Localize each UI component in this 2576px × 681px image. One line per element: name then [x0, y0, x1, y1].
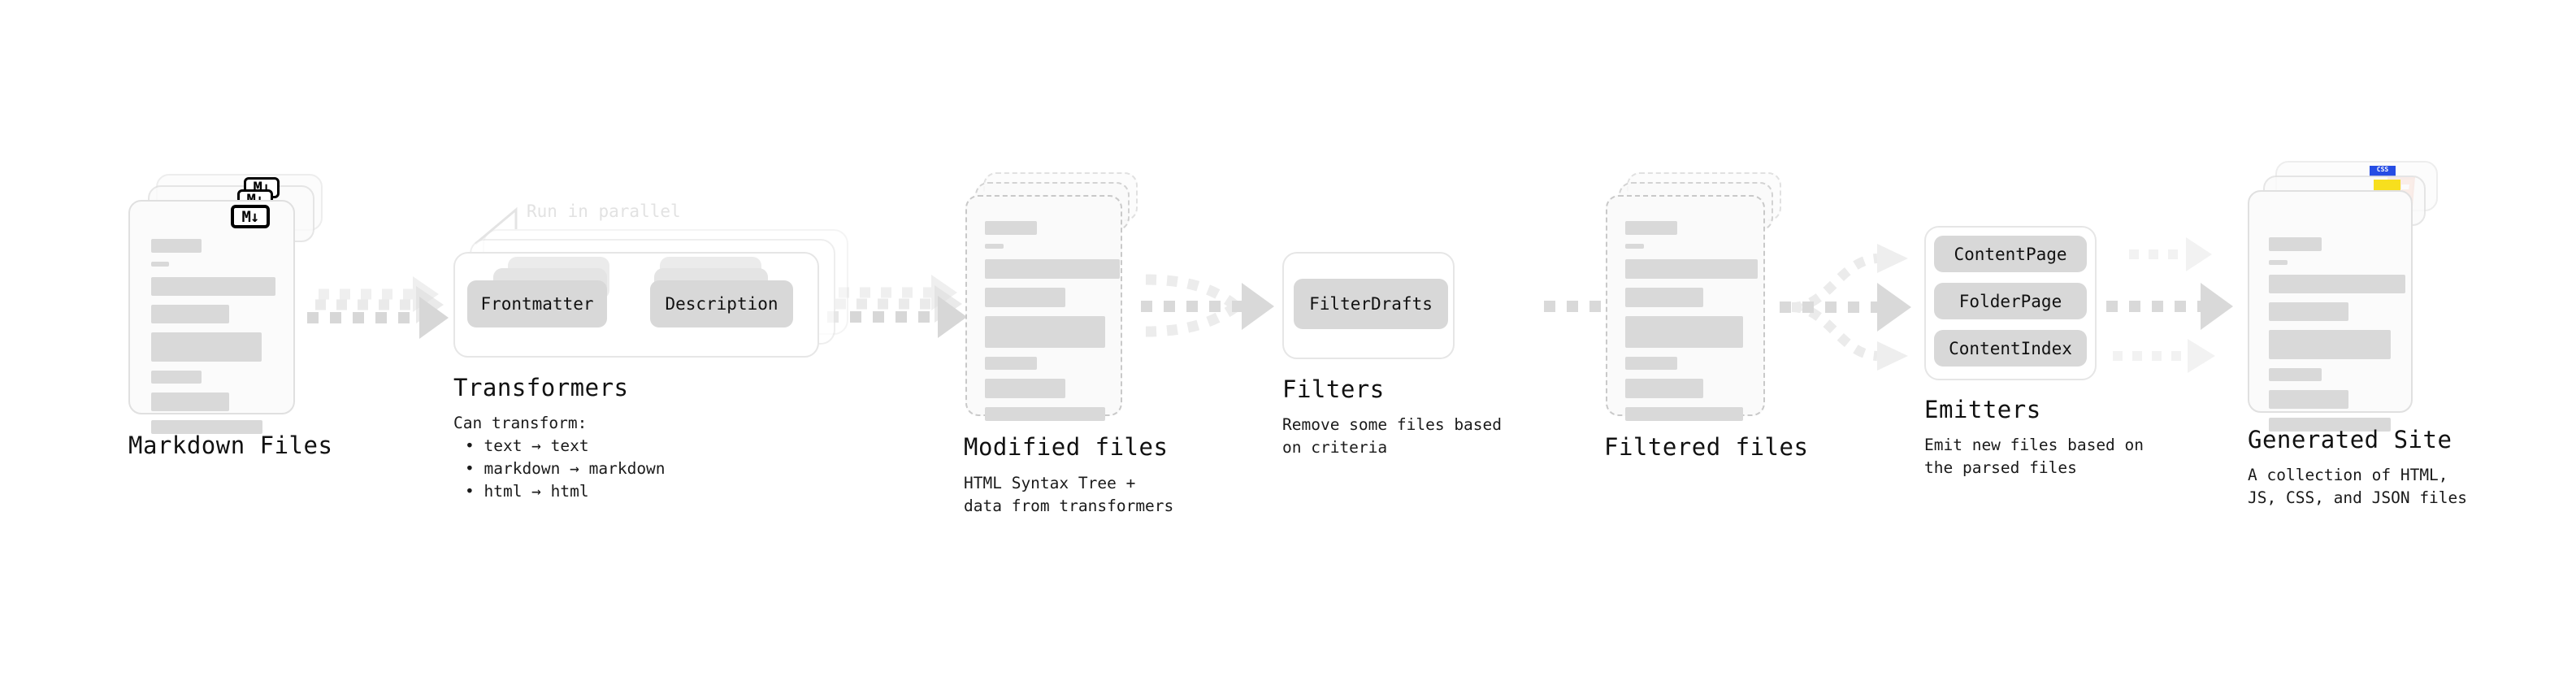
skeleton-bar [1625, 316, 1743, 348]
transformers-bullet-1: • markdown → markdown [465, 459, 666, 478]
arrow-emitters-to-generated [2106, 237, 2233, 373]
filters-desc-0: Remove some files based [1282, 415, 1503, 434]
skeleton-bar [985, 259, 1120, 279]
skeleton-bar [151, 277, 275, 296]
skeleton-bar [1625, 357, 1677, 370]
filters-chip-filterdrafts[interactable]: FilterDrafts [1294, 279, 1448, 329]
skeleton-bar [985, 379, 1065, 398]
skeleton-bar [151, 305, 229, 323]
skeleton-bar [151, 262, 169, 267]
skeleton-bar [1625, 221, 1677, 235]
transformers-bullet-2: • html → html [465, 482, 589, 501]
transformers-title: Transformers [453, 374, 629, 401]
arrow-modified-to-filters [1141, 274, 1274, 337]
skeleton-bar [1625, 244, 1644, 249]
markdown-card-front[interactable] [128, 200, 295, 434]
skeleton-bar [985, 316, 1105, 348]
generated-card-front[interactable] [2248, 190, 2413, 432]
skeleton-bar [151, 239, 202, 253]
css-badge: CSS [2370, 166, 2396, 176]
skeleton-bar [2269, 390, 2348, 409]
filtered-card-front[interactable] [1606, 195, 1765, 421]
markdown-skeleton-bars [151, 239, 275, 443]
skeleton-bar [2269, 237, 2322, 251]
emitters-title: Emitters [1924, 396, 2041, 423]
skeleton-bar [985, 244, 1004, 249]
filtered-skeleton-bars [1625, 221, 1758, 430]
generated-desc-1: JS, CSS, and JSON files [2248, 488, 2468, 507]
transformer-chip-frontmatter[interactable]: Frontmatter [467, 280, 607, 327]
modified-card-front[interactable] [965, 195, 1122, 421]
run-in-parallel-note: Run in parallel [527, 202, 681, 221]
css-badge-label: CSS [2376, 166, 2389, 173]
skeleton-bar [2269, 330, 2391, 359]
skeleton-bar [151, 420, 262, 434]
emitters-chip-contentpage[interactable]: ContentPage [1934, 236, 2087, 272]
generated-desc-0: A collection of HTML, [2248, 466, 2448, 484]
transformers-bullet-0: • text → text [465, 436, 589, 455]
skeleton-bar [1625, 259, 1758, 279]
skeleton-bar [1625, 288, 1703, 307]
filtered-title: Filtered files [1604, 433, 1809, 461]
markdown-title: Markdown Files [128, 432, 333, 459]
modified-desc-1: data from transformers [964, 497, 1174, 515]
skeleton-bar [985, 407, 1105, 421]
transformers-desc-lead: Can transform: [453, 414, 588, 432]
skeleton-bar [2269, 418, 2391, 432]
modified-skeleton-bars [985, 221, 1120, 430]
skeleton-bar [2269, 302, 2348, 321]
skeleton-bar [985, 288, 1065, 307]
markdown-logo-text: M↓ [241, 207, 260, 226]
arrow-filtered-to-emitters [1780, 244, 1911, 371]
skeleton-bar [151, 393, 229, 411]
skeleton-bar [151, 371, 202, 384]
filters-title: Filters [1282, 375, 1385, 403]
skeleton-bar [2269, 368, 2322, 381]
skeleton-bar [2269, 260, 2288, 265]
modified-title: Modified files [964, 433, 1169, 461]
emitters-chip-folderpage[interactable]: FolderPage [1934, 283, 2087, 319]
skeleton-bar [1625, 379, 1703, 398]
emitters-chip-contentindex[interactable]: ContentIndex [1934, 330, 2087, 367]
filters-desc-1: on criteria [1282, 438, 1388, 457]
skeleton-bar [985, 357, 1037, 370]
generated-title: Generated Site [2248, 426, 2452, 453]
modified-desc-0: HTML Syntax Tree + [964, 474, 1136, 492]
generated-skeleton-bars [2269, 237, 2405, 440]
skeleton-bar [2269, 275, 2405, 293]
skeleton-bar [1625, 407, 1743, 421]
emitters-desc-1: the parsed files [1924, 458, 2077, 477]
arrow-markdown-to-transformers [307, 276, 449, 339]
skeleton-bar [985, 221, 1037, 235]
markdown-logo: M↓ [231, 205, 270, 228]
transformer-chip-description[interactable]: Description [650, 280, 793, 327]
skeleton-bar [151, 332, 262, 362]
emitters-desc-0: Emit new files based on [1924, 436, 2144, 454]
